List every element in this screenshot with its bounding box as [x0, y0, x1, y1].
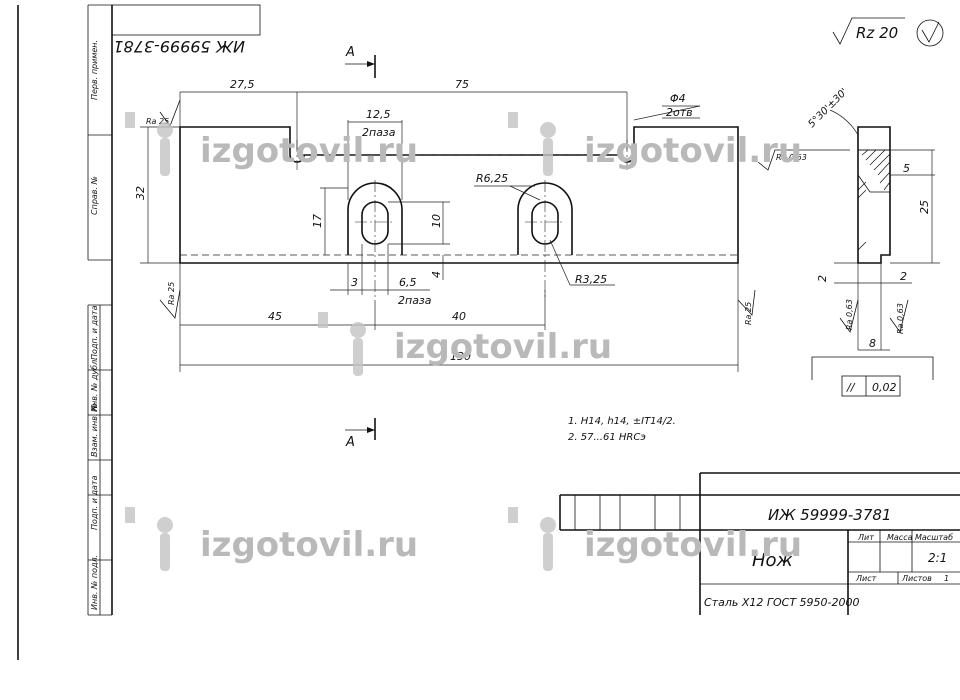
dim-angle: 5°30'±30'	[806, 86, 850, 130]
side-stamp-labels: Перв. примен. Справ. № Подп. и дата Инв.…	[90, 40, 99, 610]
dim-32: 32	[134, 186, 147, 200]
main-view-dimensions: 27,5 75 12,5 2паза Φ4 2отв R6,25 32 17 1…	[134, 78, 756, 372]
side-label-5: Взам. инв. №	[90, 403, 99, 457]
ra063-top: Rа 0,63	[776, 153, 807, 162]
tb-mass: Масса	[887, 533, 913, 542]
tb-scale-value: 2:1	[928, 551, 947, 565]
general-roughness-text: Rz 20	[856, 24, 898, 42]
dim-10: 10	[430, 214, 443, 228]
dim-6-5: 6,5	[399, 276, 417, 289]
tb-sheet: Лист	[855, 574, 877, 583]
dim-r3-25: R3,25	[575, 273, 607, 286]
technical-notes: 1. H14, h14, ±IT14/2. 2. 57...61 HRCэ	[568, 416, 676, 443]
dim-2-right: 2	[900, 270, 907, 283]
drawing-frame	[17, 4, 113, 660]
watermark-figure-icon	[125, 112, 173, 176]
watermark-5: izgotovil.ru	[584, 525, 802, 565]
side-label-7: Инв. № подл.	[90, 555, 99, 610]
tolerance-value: 0,02	[872, 381, 897, 394]
dim-2otv: 2отв	[666, 106, 693, 119]
section-a-top: A	[345, 45, 355, 60]
general-roughness: Rz 20	[832, 17, 944, 47]
side-label-4: Инв. № дубл.	[90, 357, 99, 412]
dim-4: 4	[430, 271, 443, 278]
dim-3: 3	[351, 276, 358, 289]
watermark-figure-icon	[125, 507, 173, 571]
dim-8: 8	[869, 337, 876, 350]
dim-2-left: 2	[816, 275, 829, 282]
title-block: ИЖ 59999-3781 Нож Сталь Х12 ГОСТ 5950-20…	[559, 472, 960, 615]
dim-27-5: 27,5	[230, 78, 255, 91]
tb-sheets-value: 1	[944, 574, 949, 583]
watermark-figure-icon	[508, 112, 556, 176]
ra063-right: Ra 0,63	[896, 303, 905, 334]
dim-r6-25: R6,25	[476, 172, 508, 185]
note-2: 2. 57...61 HRCэ	[568, 432, 646, 443]
watermark-figures	[125, 112, 556, 571]
section-markers: A A	[345, 45, 376, 450]
dim-2paza-top: 2паза	[362, 126, 396, 139]
watermarks: izgotovil.ru izgotovil.ru izgotovil.ru i…	[200, 131, 802, 565]
tb-lit: Лит	[857, 533, 874, 542]
mirrored-drawing-number: ИЖ 59999-3781	[113, 37, 245, 56]
watermark-4: izgotovil.ru	[200, 525, 418, 565]
dim-2paza-bottom: 2паза	[398, 294, 432, 307]
watermark-1: izgotovil.ru	[200, 131, 418, 171]
tolerance-symbol: //	[846, 381, 856, 394]
side-label-3: Подп. и дата	[90, 305, 99, 360]
ra063-left: Ra 0,63	[845, 299, 854, 330]
dim-25: 25	[918, 200, 931, 214]
tb-drawing-number: ИЖ 59999-3781	[768, 506, 891, 524]
dim-45: 45	[268, 310, 282, 323]
dim-12-5: 12,5	[366, 108, 391, 121]
watermark-figure-icon	[318, 312, 366, 376]
dim-130: 130	[450, 350, 471, 363]
dim-40: 40	[452, 310, 466, 323]
side-label-1: Перв. примен.	[90, 40, 99, 100]
dim-75: 75	[455, 78, 469, 91]
knife-main-view	[179, 126, 739, 300]
tb-sheets: Листов	[901, 574, 932, 583]
dim-5: 5	[903, 162, 910, 175]
tb-material: Сталь Х12 ГОСТ 5950-2000	[704, 596, 860, 609]
ra25-top-left: Ra 25	[146, 117, 169, 126]
ra25-right: Ra 25	[744, 302, 753, 325]
mirrored-number-box: ИЖ 59999-3781	[111, 4, 261, 56]
dim-17: 17	[311, 214, 324, 228]
tb-title: Нож	[752, 550, 794, 571]
section-a-bottom: A	[345, 435, 355, 450]
watermark-figure-icon	[508, 507, 556, 571]
watermark-2: izgotovil.ru	[584, 131, 802, 171]
side-label-2: Справ. №	[90, 176, 99, 215]
side-label-6: Подп. и дата	[90, 475, 99, 530]
dim-phi4: Φ4	[670, 92, 686, 105]
watermark-3: izgotovil.ru	[394, 327, 612, 367]
ra25-left: Ra 25	[167, 282, 176, 305]
note-1: 1. H14, h14, ±IT14/2.	[568, 416, 676, 427]
tb-scale: Масштаб	[915, 533, 953, 542]
